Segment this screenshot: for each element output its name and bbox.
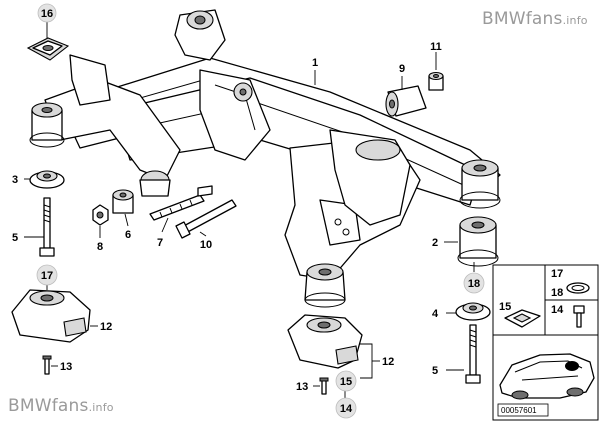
callout-16: 16: [41, 8, 53, 20]
callout-15: 15: [340, 376, 352, 388]
part-8-nut: [92, 204, 109, 226]
callout-4: 4: [432, 308, 439, 320]
callout-1: 1: [312, 57, 318, 69]
part-7-strip: [149, 194, 205, 221]
callout-5-right: 5: [432, 365, 438, 377]
inset-label-15: 15: [499, 301, 511, 313]
part-16-plate: [26, 37, 70, 61]
callout-11: 11: [430, 41, 442, 53]
right-rubber-mount-carrier: [459, 159, 501, 209]
part-5-bolt-left: [39, 197, 55, 257]
inset-panel: 17 18 15 14 00057601: [492, 264, 599, 421]
callout-12-center: 12: [382, 356, 394, 368]
inset-label-18: 18: [551, 287, 563, 299]
callout-10: 10: [200, 239, 212, 251]
part-12-mount-center: [287, 314, 363, 369]
callout-circle-18: [463, 272, 485, 294]
callout-2: 2: [432, 237, 438, 249]
doc-number: 00057601: [501, 406, 537, 415]
callout-18: 18: [468, 278, 480, 290]
part-13-screw-left: [42, 355, 52, 375]
part-11-nut: [428, 71, 444, 91]
callout-8: 8: [97, 241, 103, 253]
part-12-mount-left: [11, 289, 91, 343]
part-3-washer: [29, 170, 65, 189]
callout-circle-15: [335, 370, 357, 392]
part-9-bush: [385, 85, 427, 117]
watermark-top: BMWfans.info: [482, 9, 588, 29]
callout-12-left: 12: [100, 321, 112, 333]
callout-13-left: 13: [60, 361, 72, 373]
inset-label-17: 17: [551, 268, 563, 280]
inset-screw-icon: [573, 305, 585, 314]
callout-3: 3: [12, 174, 18, 186]
callout-13-center: 13: [296, 381, 308, 393]
callout-14: 14: [340, 403, 353, 415]
leader-lines: [24, 22, 475, 398]
callout-9: 9: [399, 63, 405, 75]
part-5-bolt-right: [465, 324, 481, 384]
car-locator-icon: [499, 353, 595, 400]
callout-circle-17: [36, 264, 58, 286]
left-rubber-mount: [29, 102, 65, 148]
callout-6: 6: [125, 229, 131, 241]
callouts: 16 3 5 17 12 13 8 6 7 10 1 9 11 2 18 4 5…: [12, 3, 485, 419]
part-13-screw-center: [319, 377, 329, 395]
callout-17: 17: [41, 270, 53, 282]
part-4-washer: [455, 302, 491, 321]
part-2-mount: [457, 216, 499, 267]
callout-5-left: 5: [12, 232, 18, 244]
callout-circle-14: [335, 397, 357, 419]
callout-7: 7: [157, 237, 163, 249]
part-10-bolt: [175, 185, 237, 239]
callout-circle-16: [37, 3, 57, 23]
inset-label-14: 14: [551, 304, 564, 316]
part-6-bush: [112, 189, 134, 214]
inset-ring-icon: [566, 282, 590, 294]
axle-carrier: [44, 9, 501, 308]
watermark-bottom: BMWfans.info: [8, 396, 114, 416]
